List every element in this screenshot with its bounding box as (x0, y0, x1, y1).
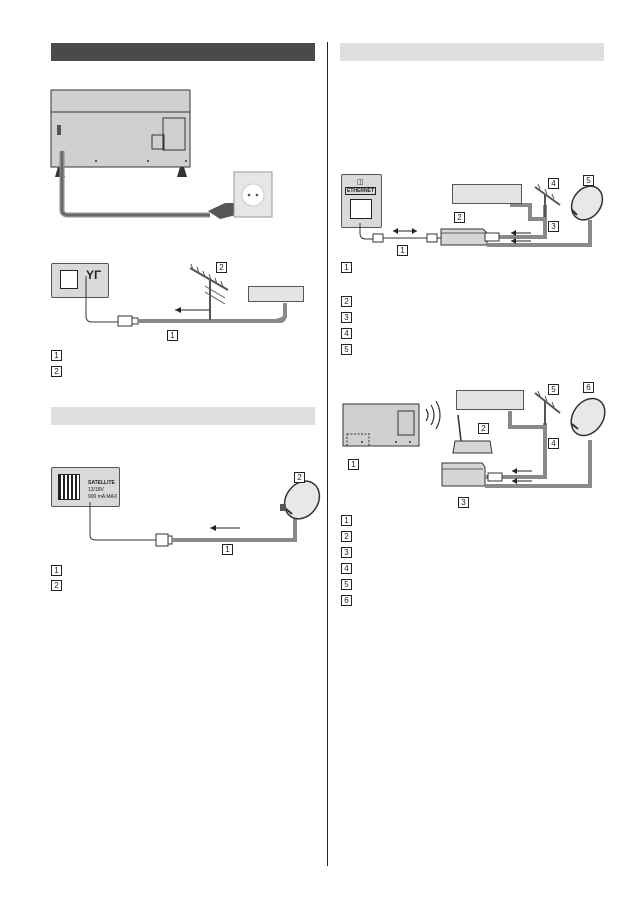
legend-fig4-4: 4 (341, 328, 358, 339)
antenna-input-panel: ΥΓ (51, 263, 109, 298)
callout-fig4-3: 3 (548, 221, 559, 232)
legend-fig3-1-num: 1 (51, 565, 62, 576)
satellite-current: 900 mA MAX (88, 494, 118, 500)
legend-fig2-1-num: 1 (51, 350, 62, 361)
callout-fig4-2: 2 (454, 212, 465, 223)
satellite-socket-icon (58, 474, 80, 500)
satellite-voltage: 13/18V (88, 487, 104, 493)
legend-fig5-1-num: 1 (341, 515, 352, 526)
antenna-symbol: ΥΓ (86, 268, 102, 282)
tv-mains-diagram (50, 89, 273, 219)
legend-fig3-2: 2 (51, 580, 68, 591)
legend-fig5-4: 4 (341, 563, 358, 574)
ethernet-label: ETHERNET (345, 187, 376, 195)
section-header-network (340, 43, 604, 61)
callout-fig4-5: 5 (583, 175, 594, 186)
legend-fig5-3-num: 3 (341, 547, 352, 558)
legend-fig2-1: 1 (51, 350, 68, 361)
callout-fig5-4: 4 (548, 438, 559, 449)
network-icon: ◫ (357, 179, 364, 186)
legend-fig5-6: 6 (341, 595, 358, 606)
antenna-diagram (85, 263, 287, 327)
legend-fig4-2-num: 2 (341, 296, 352, 307)
legend-fig4-3-num: 3 (341, 312, 352, 323)
legend-fig5-2: 2 (341, 531, 358, 542)
legend-fig4-3: 3 (341, 312, 358, 323)
satellite-input-panel: SATELLITE 13/18V 900 mA MAX (51, 467, 120, 507)
ethernet-panel: ◫ ETHERNET (341, 174, 382, 228)
legend-fig2-2: 2 (51, 366, 68, 377)
legend-fig5-4-num: 4 (341, 563, 352, 574)
callout-fig3-1: 1 (222, 544, 233, 555)
callout-fig4-4: 4 (548, 178, 559, 189)
antenna-info-box (248, 286, 304, 302)
callout-fig2-2: 2 (216, 262, 227, 273)
callout-fig5-3: 3 (458, 497, 469, 508)
legend-fig2-2-num: 2 (51, 366, 62, 377)
callout-fig5-1: 1 (348, 459, 359, 470)
legend-fig5-2-num: 2 (341, 531, 352, 542)
legend-fig5-5-num: 5 (341, 579, 352, 590)
column-divider (327, 42, 328, 866)
callout-fig5-6: 6 (583, 382, 594, 393)
legend-fig3-1: 1 (51, 565, 68, 576)
legend-fig4-5-num: 5 (341, 344, 352, 355)
legend-fig4-1: 1 (341, 262, 358, 273)
legend-fig5-1: 1 (341, 515, 358, 526)
legend-fig5-6-num: 6 (341, 595, 352, 606)
section-header-mains (51, 43, 315, 61)
ethernet-port (350, 199, 372, 219)
legend-fig3-2-num: 2 (51, 580, 62, 591)
satellite-diagram (89, 480, 321, 547)
antenna-socket-icon (60, 270, 78, 289)
wireless-network-diagram (342, 390, 606, 488)
legend-fig5-5: 5 (341, 579, 358, 590)
legend-fig5-3: 3 (341, 547, 358, 558)
legend-fig4-1-num: 1 (341, 262, 352, 273)
wireless-info-box (456, 390, 524, 410)
satellite-label: SATELLITE (88, 480, 115, 486)
legend-fig4-2: 2 (341, 296, 358, 307)
callout-fig5-5: 5 (548, 384, 559, 395)
section-header-satellite (51, 407, 315, 425)
legend-fig4-5: 5 (341, 344, 358, 355)
callout-fig3-2: 2 (294, 472, 305, 483)
wired-network-diagram (359, 183, 604, 247)
wired-info-box (452, 184, 522, 204)
callout-fig2-1: 1 (167, 330, 178, 341)
callout-fig4-1: 1 (397, 245, 408, 256)
legend-fig4-4-num: 4 (341, 328, 352, 339)
callout-fig5-2: 2 (478, 423, 489, 434)
